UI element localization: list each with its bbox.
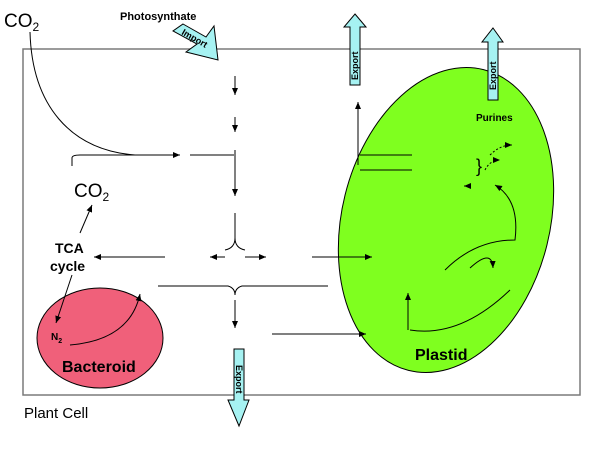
lower-bracket bbox=[158, 285, 328, 296]
tca-to-n2-arrow bbox=[55, 274, 73, 324]
purine-arrows bbox=[484, 157, 501, 171]
brace-glyph: } bbox=[476, 156, 482, 176]
tca-label-line2: cycle bbox=[50, 258, 85, 274]
export-bottom-label: Export bbox=[234, 365, 244, 394]
export-top-label: Export bbox=[350, 51, 360, 80]
n2-label: N2 bbox=[51, 332, 62, 345]
import-arrow bbox=[172, 23, 219, 61]
export-plastid-label: Export bbox=[488, 61, 498, 90]
plant-cell-boundary bbox=[22, 48, 581, 396]
bacteroid-label: Bacteroid bbox=[62, 359, 136, 376]
export-arrow-plastid bbox=[480, 27, 504, 101]
photosynthate-label: Photosynthate bbox=[120, 11, 196, 23]
pathway-lines bbox=[29, 31, 517, 346]
co2-uptake-curve bbox=[29, 31, 136, 156]
co2-inner-label: CO2 bbox=[74, 181, 110, 204]
plastid-internal-loop bbox=[444, 184, 517, 271]
co2-fixation-path bbox=[71, 152, 180, 166]
tca-to-co2-arrow bbox=[79, 204, 93, 234]
plant-cell-label: Plant Cell bbox=[24, 405, 88, 422]
purines-label: Purines bbox=[476, 113, 513, 124]
export-arrow-bottom bbox=[227, 348, 250, 428]
plastid-label: Plastid bbox=[415, 347, 467, 364]
tca-label-line1: TCA bbox=[55, 240, 84, 256]
bacteroid-export bbox=[69, 293, 142, 346]
plastid-organelle bbox=[337, 67, 555, 373]
co2-top-label: CO2 bbox=[4, 11, 40, 34]
bacteroid-organelle bbox=[36, 287, 164, 389]
export-arrow-top bbox=[342, 13, 368, 86]
central-branch bbox=[224, 213, 246, 251]
